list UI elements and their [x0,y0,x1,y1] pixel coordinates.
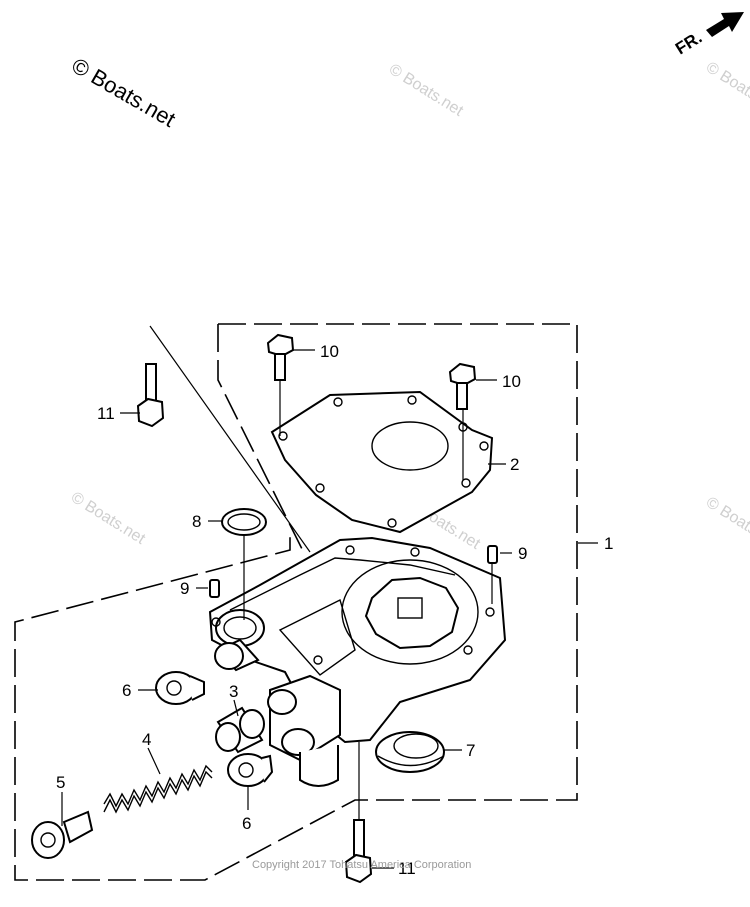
callout-10: 10 [320,342,339,361]
long-bolt [136,363,165,428]
callout-7: 7 [466,741,475,760]
watermark: © Boats.net [68,489,149,548]
flange-bolt [266,333,295,436]
callout-9: 9 [518,544,527,563]
spring-plug [31,810,94,859]
watermark: © Boats.net [703,494,750,553]
dowel-pin [487,545,498,564]
o-ring [221,508,267,620]
callout-4: 4 [142,730,151,749]
copyright-text: Copyright 2017 Tohatsu America Corporati… [252,859,471,871]
callout-11: 11 [97,404,115,423]
relief-spring [103,764,213,814]
callout-9: 9 [180,579,189,598]
callout-8: 8 [192,512,201,531]
watermark: © Boats.net [703,59,750,118]
assembly-outline [14,323,578,881]
dowel-pin [209,579,220,598]
callout-2: 2 [510,455,519,474]
plug [227,753,274,787]
callout-5: 5 [56,773,65,792]
arrow-icon [706,12,744,37]
watermark-main: © Boats.net [68,53,180,132]
front-direction-arrow: FR. [672,12,744,58]
watermark: © Boats.net [386,61,467,120]
oil-seal [375,731,445,773]
plug [155,671,205,705]
front-direction-label: FR. [672,28,705,59]
callout-6: 6 [242,814,251,833]
pump-cover-plate [270,390,494,534]
callout-10: 10 [502,372,521,391]
relief-valve [215,706,265,754]
long-bolt [344,742,373,884]
callout-6: 6 [122,681,131,700]
callout-1: 1 [604,534,613,553]
flange-bolt [448,362,477,480]
callout-11: 11 [398,859,416,878]
leader-lines [61,349,598,869]
oil-pump-body [208,536,507,787]
callout-3: 3 [229,682,238,701]
